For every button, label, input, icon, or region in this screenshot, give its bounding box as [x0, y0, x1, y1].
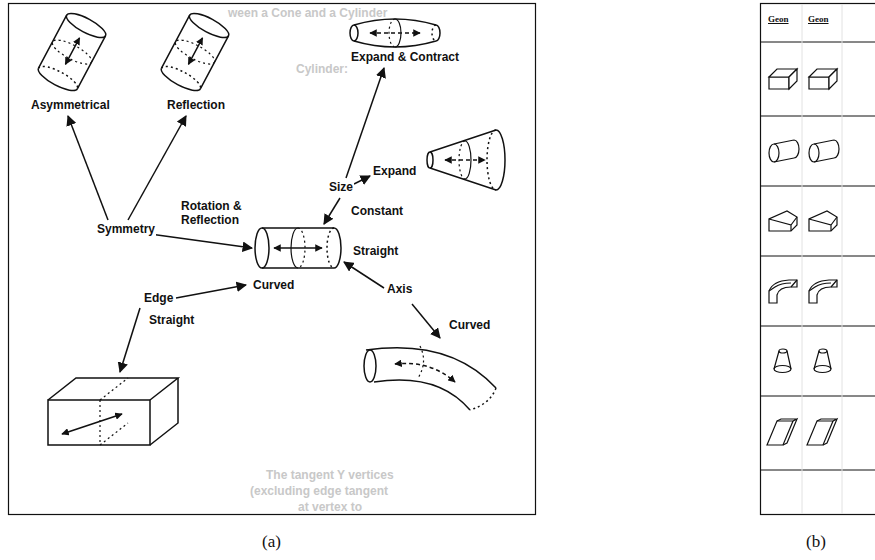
value-label: Curved: [252, 278, 295, 292]
shape-label: Reflection: [166, 98, 226, 112]
attribute-label: Size: [328, 180, 354, 194]
panel-caption: (a): [262, 532, 281, 552]
attribute-label: Symmetry: [96, 222, 156, 236]
value-label: Straight: [352, 244, 399, 258]
watermark: (excluding edge tangent: [250, 484, 388, 498]
panel-caption: (b): [806, 532, 826, 552]
value-label: Curved: [448, 318, 491, 332]
watermark: Cylinder:: [296, 62, 348, 76]
shape-label: Asymmetrical: [30, 98, 111, 112]
value-label: Constant: [350, 204, 404, 218]
attribute-label: Edge: [143, 291, 174, 305]
attribute-label: Axis: [386, 282, 413, 296]
watermark: The tangent Y vertices: [266, 468, 394, 482]
shape-label: Expand: [372, 164, 417, 178]
value-label: Rotation & Reflection: [180, 199, 256, 227]
column-header: Geon: [768, 14, 789, 25]
watermark: at vertex to: [298, 500, 362, 514]
column-header: Geon: [808, 14, 829, 25]
value-label: Straight: [148, 313, 195, 327]
watermark: ween a Cone and a Cylinder: [228, 6, 387, 20]
shape-label: Expand & Contract: [350, 50, 460, 64]
